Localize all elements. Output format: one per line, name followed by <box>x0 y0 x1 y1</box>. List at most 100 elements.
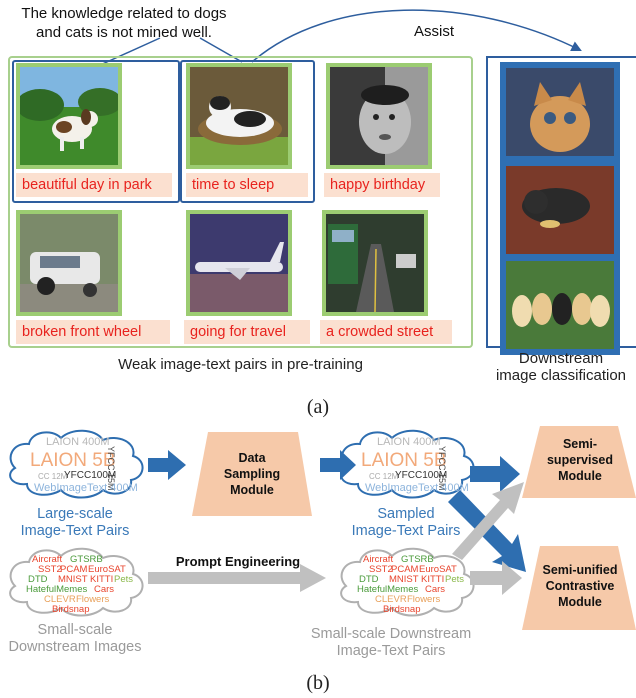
word-eurosat-p: EuroSAT <box>419 564 457 575</box>
cloud-words-sampled: LAION 400M LAION 5B YFCC 15M CC 12M YFCC… <box>331 420 481 510</box>
sampled-label: Sampled Image-Text Pairs <box>331 506 481 540</box>
blue-arrow-2 <box>320 450 356 480</box>
word-laion400m-s: LAION 400M <box>377 436 441 448</box>
downstream-label-line2: image classification <box>495 367 627 384</box>
pointer-line-2 <box>199 37 243 63</box>
word-dtd: DTD <box>28 574 48 585</box>
word-sst2-p: SST2 <box>369 564 393 575</box>
word-flowers: Flowers <box>76 594 110 605</box>
word-pcam: PCAM <box>60 564 88 575</box>
pair-image-plane <box>186 210 292 316</box>
dog-park-image <box>16 67 122 165</box>
word-yfcc100m: YFCC100M <box>64 470 117 481</box>
gray-arrow-2 <box>470 561 522 595</box>
word-webimagetext: WebImageText 400M <box>34 482 138 494</box>
semi-supervised-label: Semi- supervised Module <box>530 436 630 484</box>
word-kitti-p: KITTI <box>421 574 445 585</box>
sampled-label-line2: Image-Text Pairs <box>351 523 461 539</box>
word-clevr: CLEVR <box>44 594 76 605</box>
word-pets-p: Pets <box>445 574 465 585</box>
blue-arrow-1 <box>148 450 186 480</box>
pair-image-car <box>16 210 122 316</box>
word-yfcc100m-s: YFCC100M <box>395 470 448 481</box>
downstream-image-puppies <box>500 255 620 355</box>
semi-supervised-label-line3: Module <box>558 469 602 483</box>
word-mnist-p: MNIST <box>389 574 419 585</box>
caption-5: going for travel <box>184 320 310 344</box>
caption-3: happy birthday <box>324 173 440 197</box>
suv-image <box>20 214 118 312</box>
semi-unified-label-line1: Semi-unified <box>542 563 618 577</box>
caption-1: beautiful day in park <box>16 173 172 197</box>
cloud-words-small: Aircraft GTSRB SST2 PCAM EuroSAT DTD MNI… <box>0 538 150 628</box>
annotation-assist: Assist <box>414 23 455 40</box>
semi-unified-label-line2: Contrastive <box>545 579 615 593</box>
word-hatefulmemes: HatefulMemes <box>26 584 88 595</box>
pretrain-label: Weak image-text pairs in pre-training <box>118 356 363 373</box>
word-pcam-p: PCAM <box>391 564 419 575</box>
word-clevr-p: CLEVR <box>375 594 407 605</box>
semi-supervised-label-line1: Semi- <box>562 437 598 451</box>
large-scale-label-line1: Large-scale <box>37 506 113 522</box>
cloud-words-large: LAION 400M LAION 5B YFCC 15M CC 12M YFCC… <box>0 420 150 510</box>
annotation-left: The knowledge related to dogs and cats i… <box>8 4 240 42</box>
word-pets: Pets <box>114 574 134 585</box>
annotation-left-line2: and cats is not mined well. <box>36 24 212 41</box>
large-scale-label-line2: Image-Text Pairs <box>20 523 130 539</box>
subfig-b-label: (b) <box>306 672 330 694</box>
semi-unified-label: Semi-unified Contrastive Module <box>530 562 630 610</box>
word-cc12m: CC 12M <box>38 472 68 481</box>
word-cars-p: Cars <box>425 584 446 595</box>
sampled-label-line1: Sampled <box>377 506 435 522</box>
large-scale-label: Large-scale Image-Text Pairs <box>0 506 150 540</box>
puppy-image <box>506 166 614 254</box>
data-sampling-label: Data Sampling Module <box>200 450 304 498</box>
pretrain-frame <box>8 56 473 348</box>
airplane-image <box>190 214 288 312</box>
word-laion400m: LAION 400M <box>46 436 110 448</box>
small-pairs-label: Small-scale Downstream Image-Text Pairs <box>296 626 486 660</box>
annotation-left-line1: The knowledge related to dogs <box>21 5 227 22</box>
semi-unified-trapezoid <box>522 546 636 630</box>
word-flowers-p: Flowers <box>407 594 441 605</box>
word-sst2: SST2 <box>38 564 62 575</box>
small-scale-label: Small-scale Downstream Images <box>0 622 150 656</box>
data-sampling-label-line1: Data <box>238 451 266 465</box>
downstream-image-puppy <box>500 160 620 260</box>
word-gtsrb-p: GTSRB <box>401 554 434 565</box>
man-portrait-image <box>330 67 428 165</box>
pair-image-dog <box>16 63 122 169</box>
puppies-image <box>506 261 614 349</box>
word-aircraft: Aircraft <box>32 554 63 565</box>
word-webimagetext-s: WebImageText 400M <box>365 482 469 494</box>
word-birdsnap-p: Birdsnap <box>383 604 421 615</box>
downstream-label-line1: Downstream <box>518 350 604 367</box>
prompt-engineering-label: Prompt Engineering <box>175 554 301 569</box>
small-scale-label-line1: Small-scale <box>37 622 113 638</box>
street-image <box>326 214 424 313</box>
word-dtd-p: DTD <box>359 574 379 585</box>
semi-supervised-label-line2: supervised <box>546 453 613 467</box>
data-sampling-label-line2: Sampling <box>223 467 281 481</box>
word-birdsnap: Birdsnap <box>52 604 90 615</box>
word-cars: Cars <box>94 584 115 595</box>
pair-image-cat <box>186 63 292 169</box>
word-hatefulmemes-p: HatefulMemes <box>357 584 419 595</box>
caption-6: a crowded street <box>320 320 452 344</box>
kitten-image <box>506 68 614 156</box>
data-sampling-trapezoid <box>192 432 312 516</box>
part-b-canvas <box>9 426 636 630</box>
downstream-label: Downstream image classification <box>486 350 636 384</box>
caption-4: broken front wheel <box>16 320 170 344</box>
subfig-a-label: (a) <box>306 396 330 418</box>
word-aircraft-p: Aircraft <box>363 554 394 565</box>
word-cc12m-s: CC 12M <box>369 472 399 481</box>
pair-image-bus <box>322 210 428 316</box>
gray-arrow-3 <box>452 482 524 560</box>
cloud-words-small-pairs: Aircraft GTSRB SST2 PCAM EuroSAT DTD MNI… <box>331 538 481 628</box>
highlight-box-cat <box>180 60 315 203</box>
semi-supervised-trapezoid <box>522 426 636 498</box>
assist-arrow <box>251 9 582 63</box>
word-kitti: KITTI <box>90 574 114 585</box>
pair-image-man <box>326 63 432 169</box>
